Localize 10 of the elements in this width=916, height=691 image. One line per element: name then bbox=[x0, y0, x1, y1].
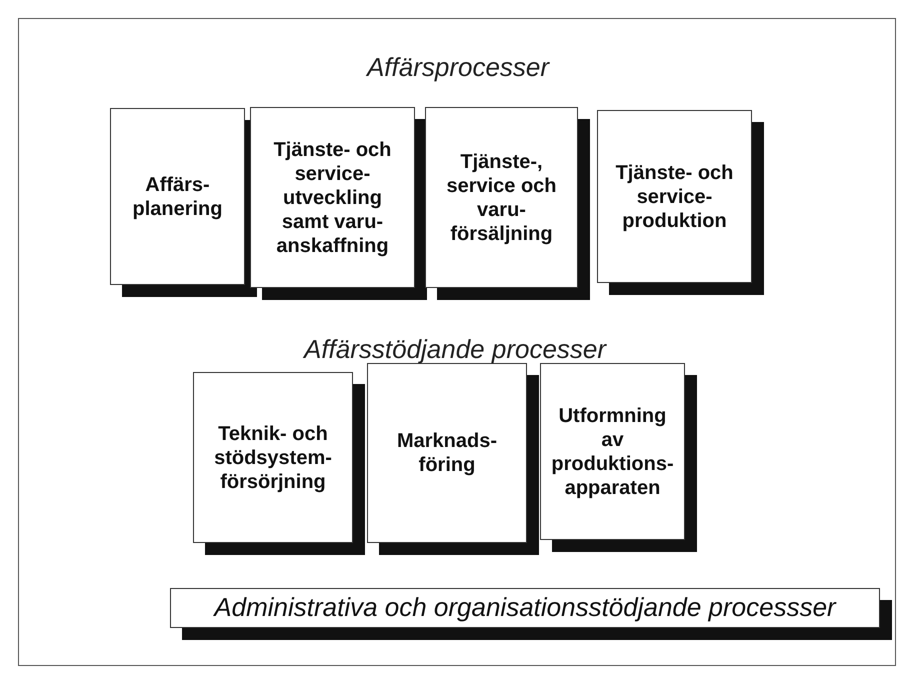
process-label: Teknik- och stödsystem- försörjning bbox=[213, 422, 333, 494]
section-heading: Affärsprocesser bbox=[366, 52, 550, 83]
process-label: Administrativa och organisationsstödjande processser bbox=[212, 592, 838, 624]
process-label: Marknads- föring bbox=[396, 429, 498, 477]
process-label: Tjänste- och service- produktion bbox=[614, 160, 734, 232]
process-label: Tjänste- och service- utveckling samt varu- anskaffning bbox=[272, 138, 392, 258]
section-heading: Affärsstödjande processer bbox=[304, 334, 606, 365]
process-label: Affärs- planering bbox=[131, 172, 224, 220]
process-label: Utformning av produktions- apparaten bbox=[550, 404, 675, 500]
process-label: Tjänste-, service och varu- försäljning bbox=[445, 150, 558, 246]
